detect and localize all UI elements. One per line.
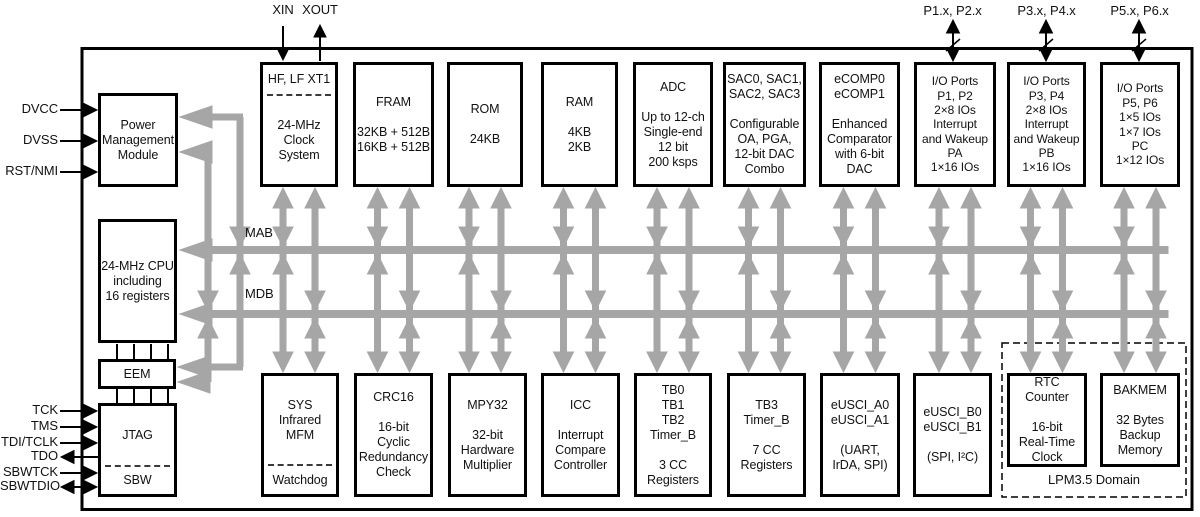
pin-label-rst-nmi: RST/NMI [5, 163, 58, 178]
lpm-domain-outline [1001, 342, 1187, 498]
block-eem: EEM [98, 359, 176, 389]
pin-label-tdo: TDO [30, 448, 58, 463]
pin-label-xout: XOUT [302, 2, 338, 17]
block-io-ports-p3-p4: I/O Ports P3, P4 2×8 IOs Interrupt and W… [1007, 62, 1086, 187]
block-icc: ICC Interrupt Compare Controller [541, 373, 620, 497]
block-ram: RAM 4KB 2KB [541, 62, 618, 187]
sys-divider [268, 464, 332, 466]
clock-header: HF, LF XT1 [267, 72, 331, 86]
bus-label-mdb: MDB [245, 286, 274, 301]
block-crc16: CRC16 16-bit Cyclic Redundancy Check [354, 373, 433, 497]
watchdog-label: Watchdog [272, 472, 328, 487]
jtag-sbw-divider [105, 465, 170, 467]
block-sac: SAC0, SAC1, SAC2, SAC3 Configurable OA, … [723, 62, 806, 187]
block-eusci-b: eUSCI_B0 eUSCI_B1 (SPI, I²C) [913, 373, 992, 497]
sys-body: SYS Infrared MFM [278, 397, 322, 442]
block-io-ports-p1-p2: I/O Ports P1, P2 2×8 IOs Interrupt and W… [914, 62, 996, 187]
sbw-label: SBW [123, 473, 152, 487]
block-mpy32: MPY32 32-bit Hardware Multiplier [448, 373, 527, 497]
clock-divider [267, 94, 331, 96]
pin-label-sbwtck: SBWTCK [2, 464, 58, 479]
pin-arrows [59, 18, 1147, 495]
block-timer-tb3: TB3 Timer_B 7 CC Registers [727, 373, 806, 497]
pin-label-p5x-p6x: P5.x, P6.x [1110, 3, 1169, 18]
block-power-management: Power Management Module [98, 93, 178, 187]
pin-label-p3x-p4x: P3.x, P4.x [1017, 3, 1076, 18]
clock-body: 24-MHz Clock System [277, 117, 321, 162]
bus-label-mab: MAB [245, 225, 273, 240]
pin-label-tms: TMS [30, 418, 58, 433]
block-io-ports-p5-p6: I/O Ports P5, P6 1×5 IOs 1×7 IOs PC 1×12… [1100, 62, 1180, 187]
block-sys: SYS Infrared MFM Watchdog [261, 373, 339, 497]
block-jtag-sbw: JTAG SBW [98, 403, 177, 497]
jtag-label: JTAG [122, 428, 153, 442]
block-timer-tb0-tb1-tb2: TB0 TB1 TB2 Timer_B 3 CC Registers [634, 373, 712, 497]
pin-label-sbwtdio: SBWTDIO [0, 478, 60, 493]
block-fram: FRAM 32KB + 512B 16KB + 512B [353, 62, 434, 187]
bus-lattice [176, 105, 1169, 394]
block-rtc: RTC Counter 16-bit Real-Time Clock [1007, 373, 1087, 467]
block-bakmem: BAKMEM 32 Bytes Backup Memory [1100, 373, 1180, 467]
pin-label-p1x-p2x: P1.x, P2.x [923, 3, 982, 18]
pin-label-dvcc: DVCC [21, 101, 59, 116]
block-ecomp: eCOMP0 eCOMP1 Enhanced Comparator with 6… [819, 62, 900, 187]
lpm-domain-label: LPM3.5 Domain [1048, 472, 1140, 487]
block-eusci-a: eUSCI_A0 eUSCI_A1 (UART, IrDA, SPI) [820, 373, 900, 497]
pin-label-tdi-tclk: TDI/TCLK [1, 434, 58, 449]
block-clock-system: HF, LF XT1 24-MHz Clock System [260, 62, 338, 187]
pin-label-xin: XIN [272, 2, 294, 17]
chip-outline [80, 47, 1194, 511]
pin-label-dvss: DVSS [22, 132, 58, 147]
block-adc: ADC Up to 12-ch Single-end 12 bit 200 ks… [633, 62, 713, 187]
block-cpu: 24-MHz CPU including 16 registers [98, 219, 177, 343]
block-rom: ROM 24KB [447, 62, 523, 187]
pin-label-tck: TCK [32, 402, 58, 417]
